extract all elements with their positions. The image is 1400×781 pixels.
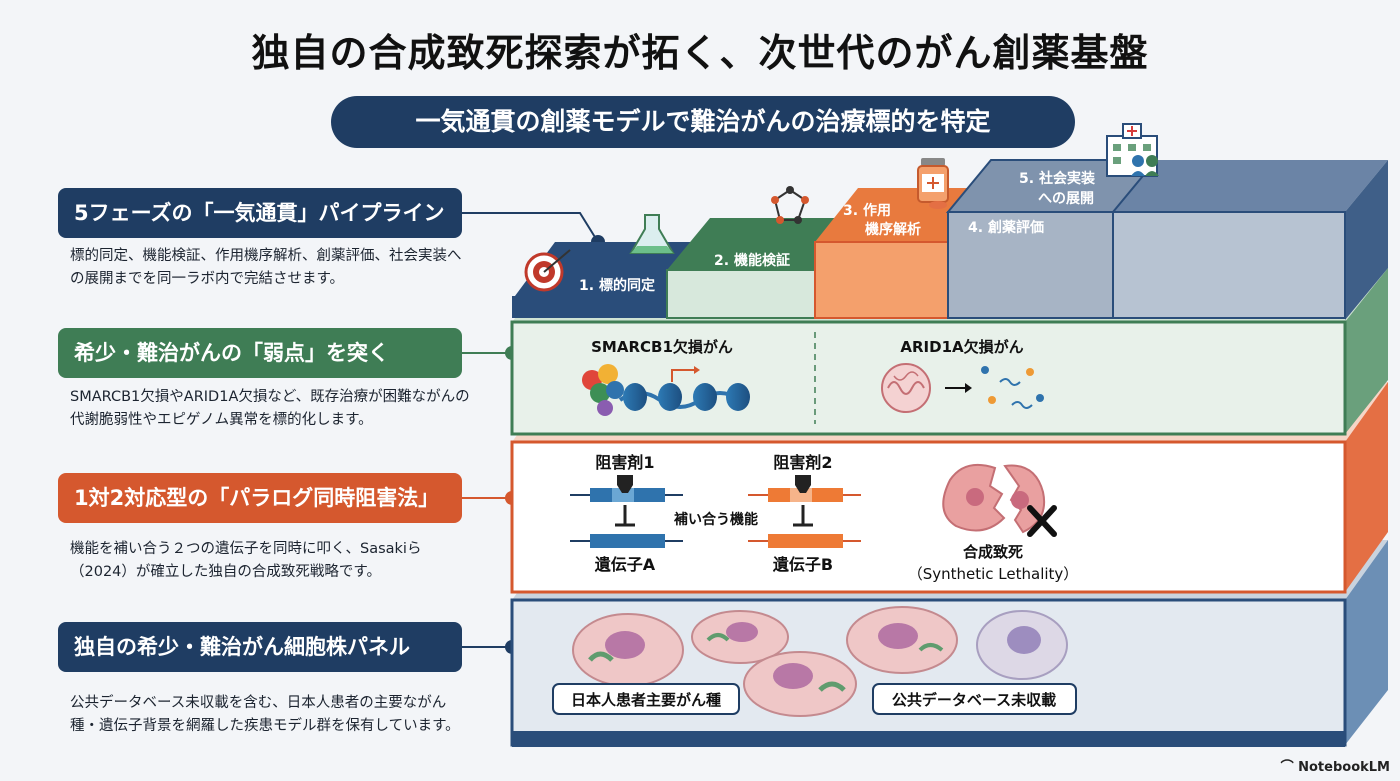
molecule-icon bbox=[771, 186, 809, 224]
phase-4-label: 4. 創薬評価 bbox=[968, 219, 1044, 236]
phase-3-label-2: 機序解析 bbox=[865, 221, 921, 238]
desc-weakness: SMARCB1欠損やARID1A欠損など、既存治療が困難ながんの代謝脆弱性やエピ… bbox=[70, 389, 470, 428]
mitochondria-icon bbox=[881, 363, 1044, 413]
phase-5-label-1: 5. 社会実装 bbox=[1019, 170, 1096, 187]
cell-icon bbox=[846, 606, 958, 674]
brand-icon: ⌒ bbox=[1280, 760, 1299, 775]
inhibitor-2-label: 阻害剤2 bbox=[773, 453, 832, 472]
label-weakness: 希少・難治がんの「弱点」を突く bbox=[58, 328, 462, 378]
tag-unregistered: 公共データベース未収載 bbox=[872, 683, 1077, 715]
complement-label: 補い合う機能 bbox=[673, 511, 758, 528]
inhibitor-2-icon bbox=[795, 475, 811, 493]
sl-label-1: 合成致死 bbox=[962, 543, 1023, 561]
target-icon bbox=[524, 249, 571, 292]
desc-cell-panel: 公共データベース未収載を含む、日本人患者の主要ながん種・遺伝子背景を網羅した疾患… bbox=[70, 695, 460, 734]
cell-icon bbox=[743, 651, 857, 717]
cross-icon bbox=[1027, 505, 1057, 537]
cell-illustrations bbox=[572, 606, 1068, 717]
chromatin-icon bbox=[582, 364, 750, 416]
hospital-icon bbox=[1106, 123, 1159, 177]
brand-logo: ⌒ NotebookLM bbox=[1281, 756, 1390, 775]
cell-icon bbox=[976, 610, 1068, 680]
gene-b-label: 遺伝子B bbox=[773, 555, 833, 574]
medicine-bottle-icon bbox=[917, 158, 949, 209]
arid1a-label: ARID1A欠損がん bbox=[900, 338, 1023, 356]
gene-a-label: 遺伝子A bbox=[595, 555, 656, 574]
phase-1-label: 1. 標的同定 bbox=[579, 277, 655, 294]
desc-paralog: 機能を補い合う２つの遺伝子を同時に叩く、Sasakiら（2024）が確立した独自… bbox=[70, 541, 422, 580]
desc-pipeline: 標的同定、機能検証、作用機序解析、創薬評価、社会実装への展開までを同一ラボ内で完… bbox=[70, 248, 462, 287]
flask-icon bbox=[629, 214, 675, 254]
inhibitor-1-diagram: 阻害剤1 遺伝子A bbox=[570, 453, 683, 574]
synthetic-lethality-cell-icon bbox=[942, 464, 1057, 537]
page-title: 独自の合成致死探索が拓く、次世代のがん創薬基盤 bbox=[251, 31, 1149, 75]
phase-2-label: 2. 機能検証 bbox=[714, 252, 790, 269]
label-pipeline: 5フェーズの「一気通貫」パイプライン bbox=[58, 188, 462, 238]
brand-label: NotebookLM bbox=[1298, 760, 1390, 775]
label-paralog: 1対2対応型の「パラログ同時阻害法」 bbox=[58, 473, 462, 523]
phase-3-label-1: 3. 作用 bbox=[843, 202, 891, 219]
label-cell-panel: 独自の希少・難治がん細胞株パネル bbox=[58, 622, 462, 672]
tag-japanese-patients-label: 日本人患者主要がん種 bbox=[571, 691, 721, 709]
inhibitor-1-icon bbox=[617, 475, 633, 493]
inhibitor-1-label: 阻害剤1 bbox=[595, 453, 654, 472]
cell-icon bbox=[572, 613, 684, 687]
phase-5-label-2: への展開 bbox=[1038, 191, 1094, 207]
sl-label-2: （Synthetic Lethality） bbox=[908, 565, 1079, 583]
smarcb1-label: SMARCB1欠損がん bbox=[591, 338, 733, 356]
tag-japanese-patients: 日本人患者主要がん種 bbox=[552, 683, 740, 715]
inhibitor-2-diagram: 阻害剤2 遺伝子B bbox=[748, 453, 861, 574]
subtitle-banner: 一気通貫の創薬モデルで難治がんの治療標的を特定 bbox=[331, 96, 1075, 148]
tag-unregistered-label: 公共データベース未収載 bbox=[892, 691, 1056, 709]
cell-icon bbox=[691, 610, 789, 664]
